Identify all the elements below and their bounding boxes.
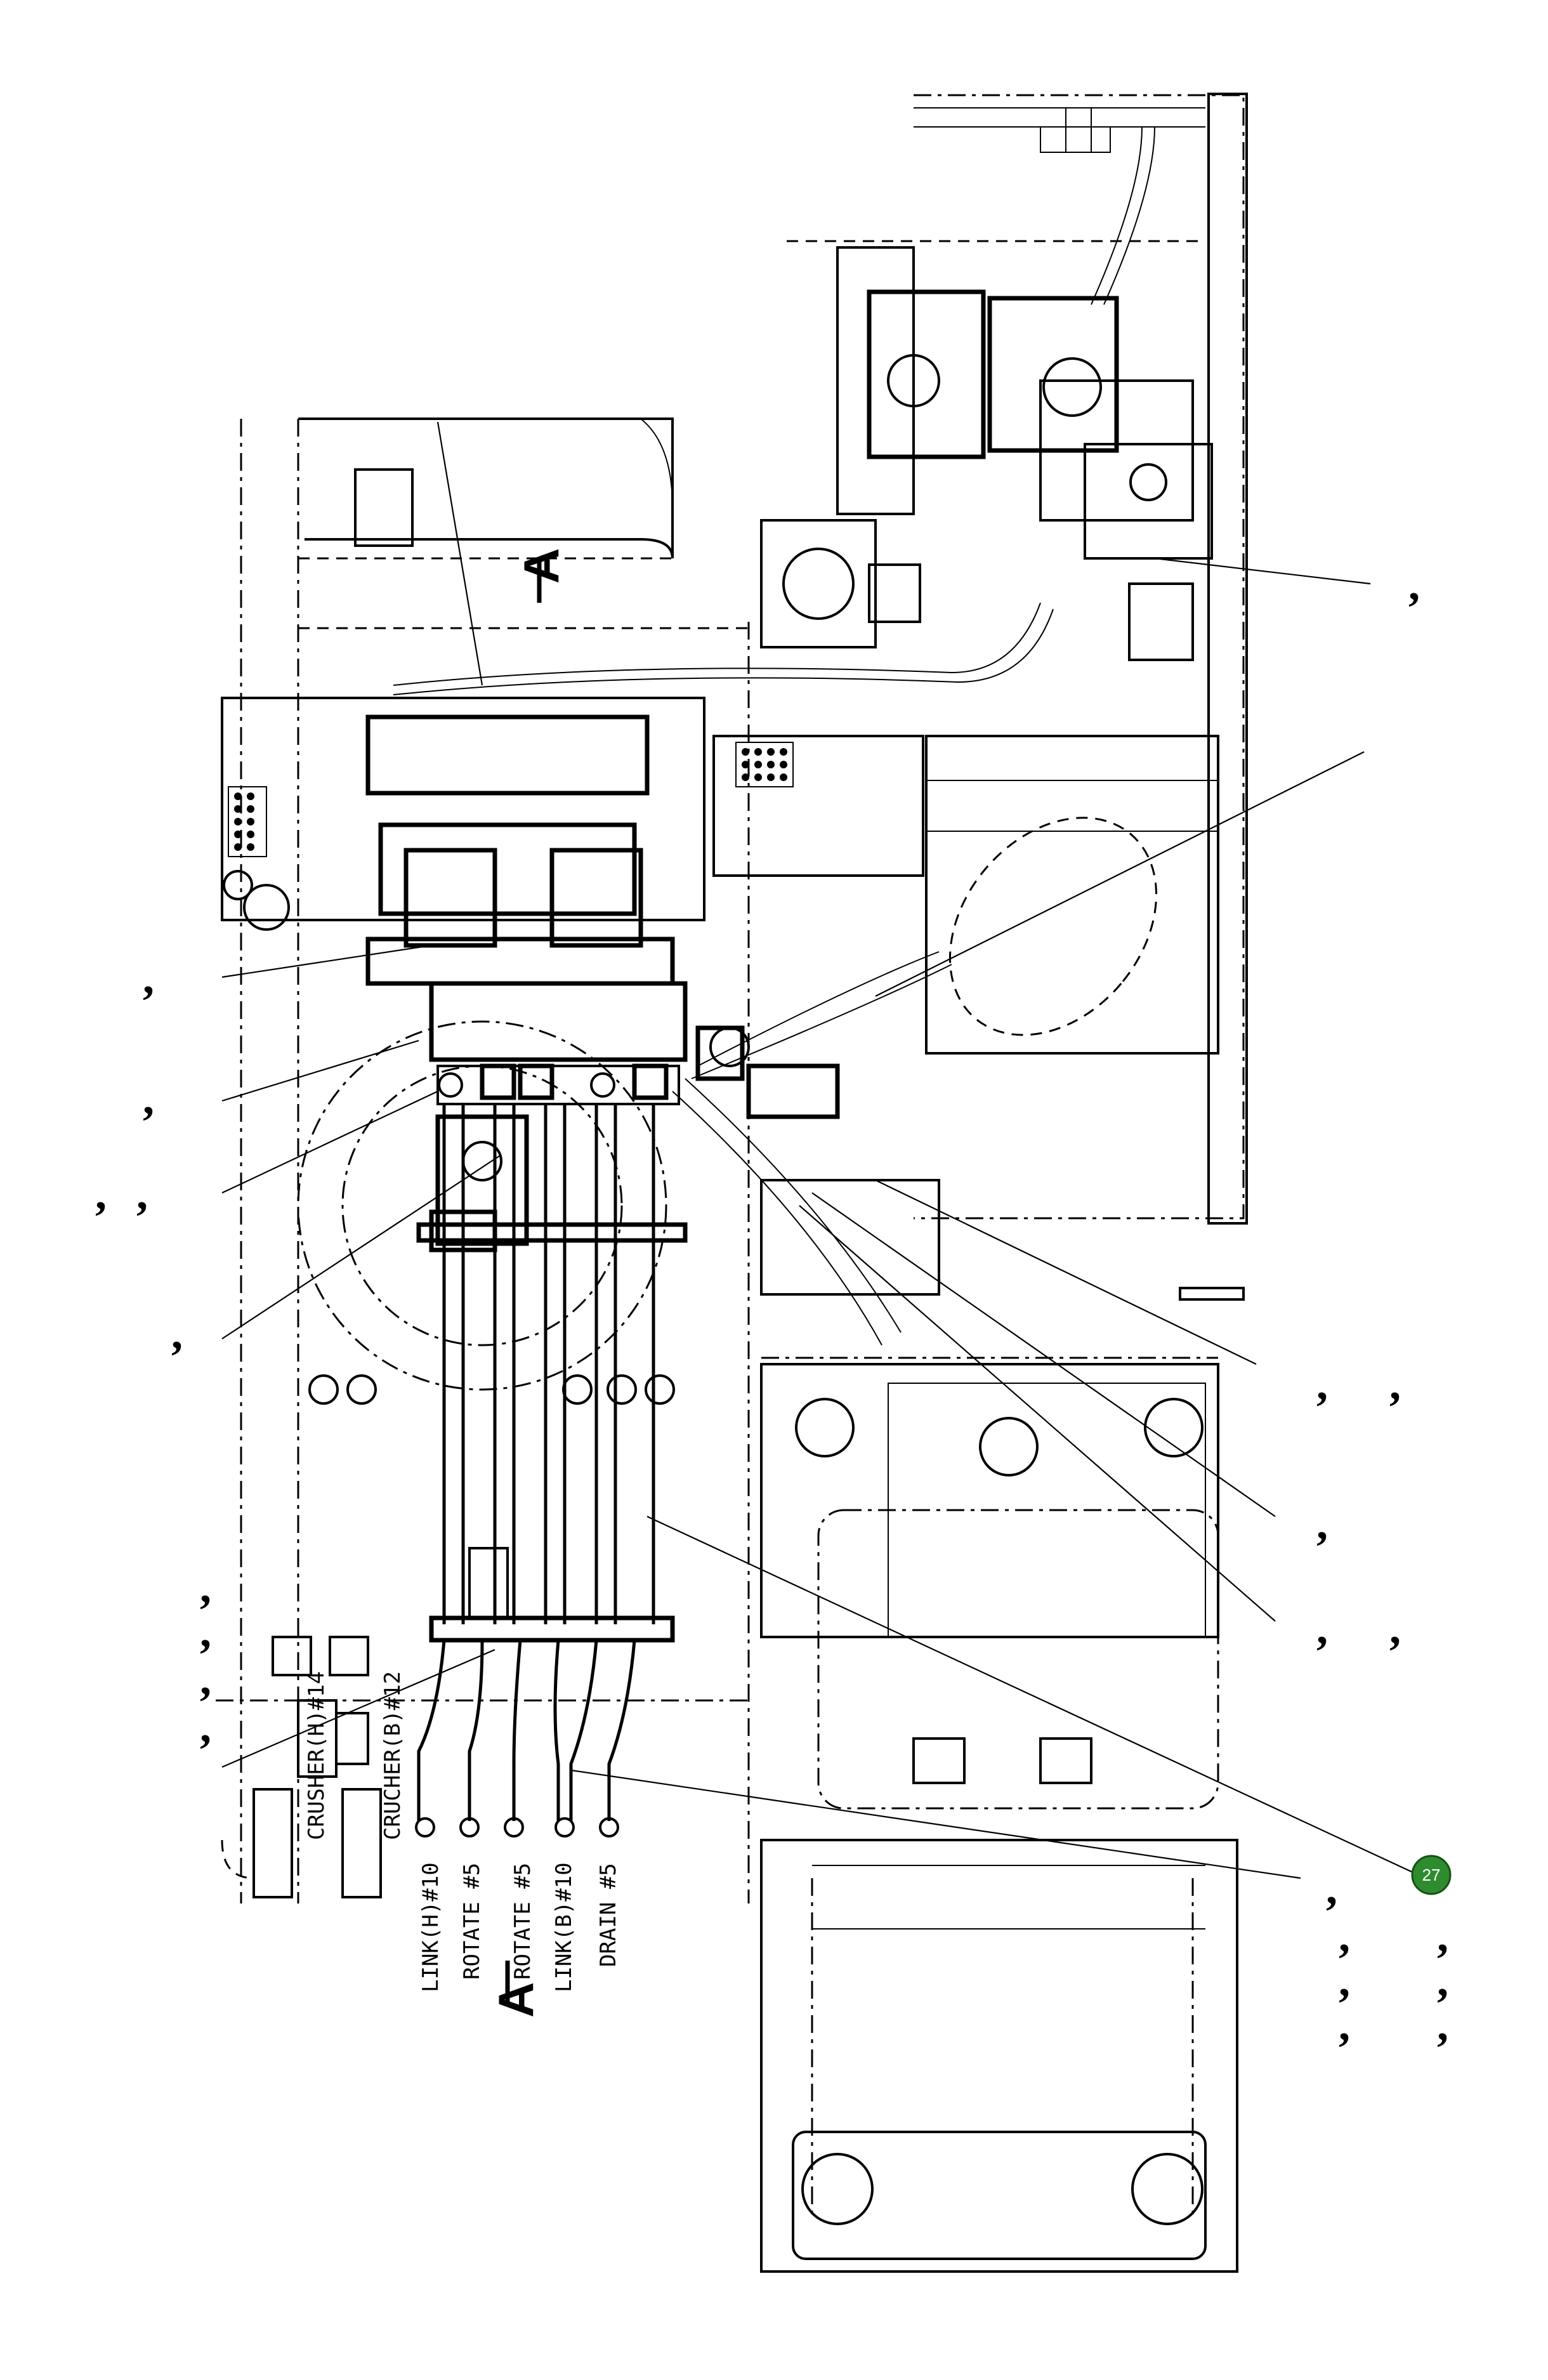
separator-22: , [1437,1999,1448,2050]
hose-labels: CRUSHER(H)#14 CRUCHER(B)#12 LINK(H)#10 R… [304,1671,621,1992]
hose-label-rotate-2: ROTATE #5 [510,1863,535,1980]
callout-badge: 27 [1411,1855,1452,1895]
left-frame [240,417,750,1903]
separator-8: , [1389,1358,1401,1409]
separator-18: , [1437,1910,1448,1961]
separator-20: , [1437,1955,1448,2006]
connector-dots-1 [742,748,787,781]
separator-5: , [136,1168,148,1219]
separator-11: , [1389,1603,1401,1654]
control-valve-stack [365,848,840,1119]
separator-19: , [1339,1955,1350,2006]
separator-12: , [200,1561,211,1612]
separator-15: , [200,1701,211,1752]
hose-label-link-h: LINK(H)#10 [418,1862,443,1992]
separator-10: , [1316,1603,1328,1654]
callout-badge-circle [1411,1855,1452,1895]
hose-label-crusher-h: CRUSHER(H)#14 [304,1671,329,1840]
hose-label-rotate-1: ROTATE #5 [459,1863,485,1980]
hose-label-crusher-b: CRUCHER(B)#12 [380,1671,405,1840]
hose-label-link-b: LINK(B)#10 [551,1862,577,1992]
hose-bundle [216,1104,749,1898]
wiring [393,126,1155,1346]
connector-dots-2 [234,792,254,851]
separator-16: , [1326,1863,1337,1914]
separator-1: , [1408,559,1420,610]
hose-label-drain: DRAIN #5 [596,1863,621,1967]
right-lower-frame [760,735,1245,2273]
separator-13: , [200,1606,211,1657]
separator-2: , [143,952,154,1003]
separator-9: , [1316,1498,1328,1549]
separator-3: , [143,1073,154,1124]
pump-valve-assembly [760,108,1213,661]
section-mark-bottom: A [488,1982,544,2018]
leader-lines [221,421,1412,1879]
upper-right-frame [787,93,1248,1225]
callout-number: 27 [1422,1865,1441,1884]
separator-6: , [171,1308,183,1358]
section-marks: A A [488,548,569,2018]
separator-14: , [200,1654,211,1704]
callout-separators: , , , , , , , , , , , , , , , , , , , , … [95,559,1448,2050]
separator-21: , [1339,1999,1350,2050]
separator-17: , [1339,1910,1350,1961]
separator-7: , [1316,1358,1328,1409]
separator-4: , [95,1168,107,1219]
control-panel-box [221,697,924,931]
